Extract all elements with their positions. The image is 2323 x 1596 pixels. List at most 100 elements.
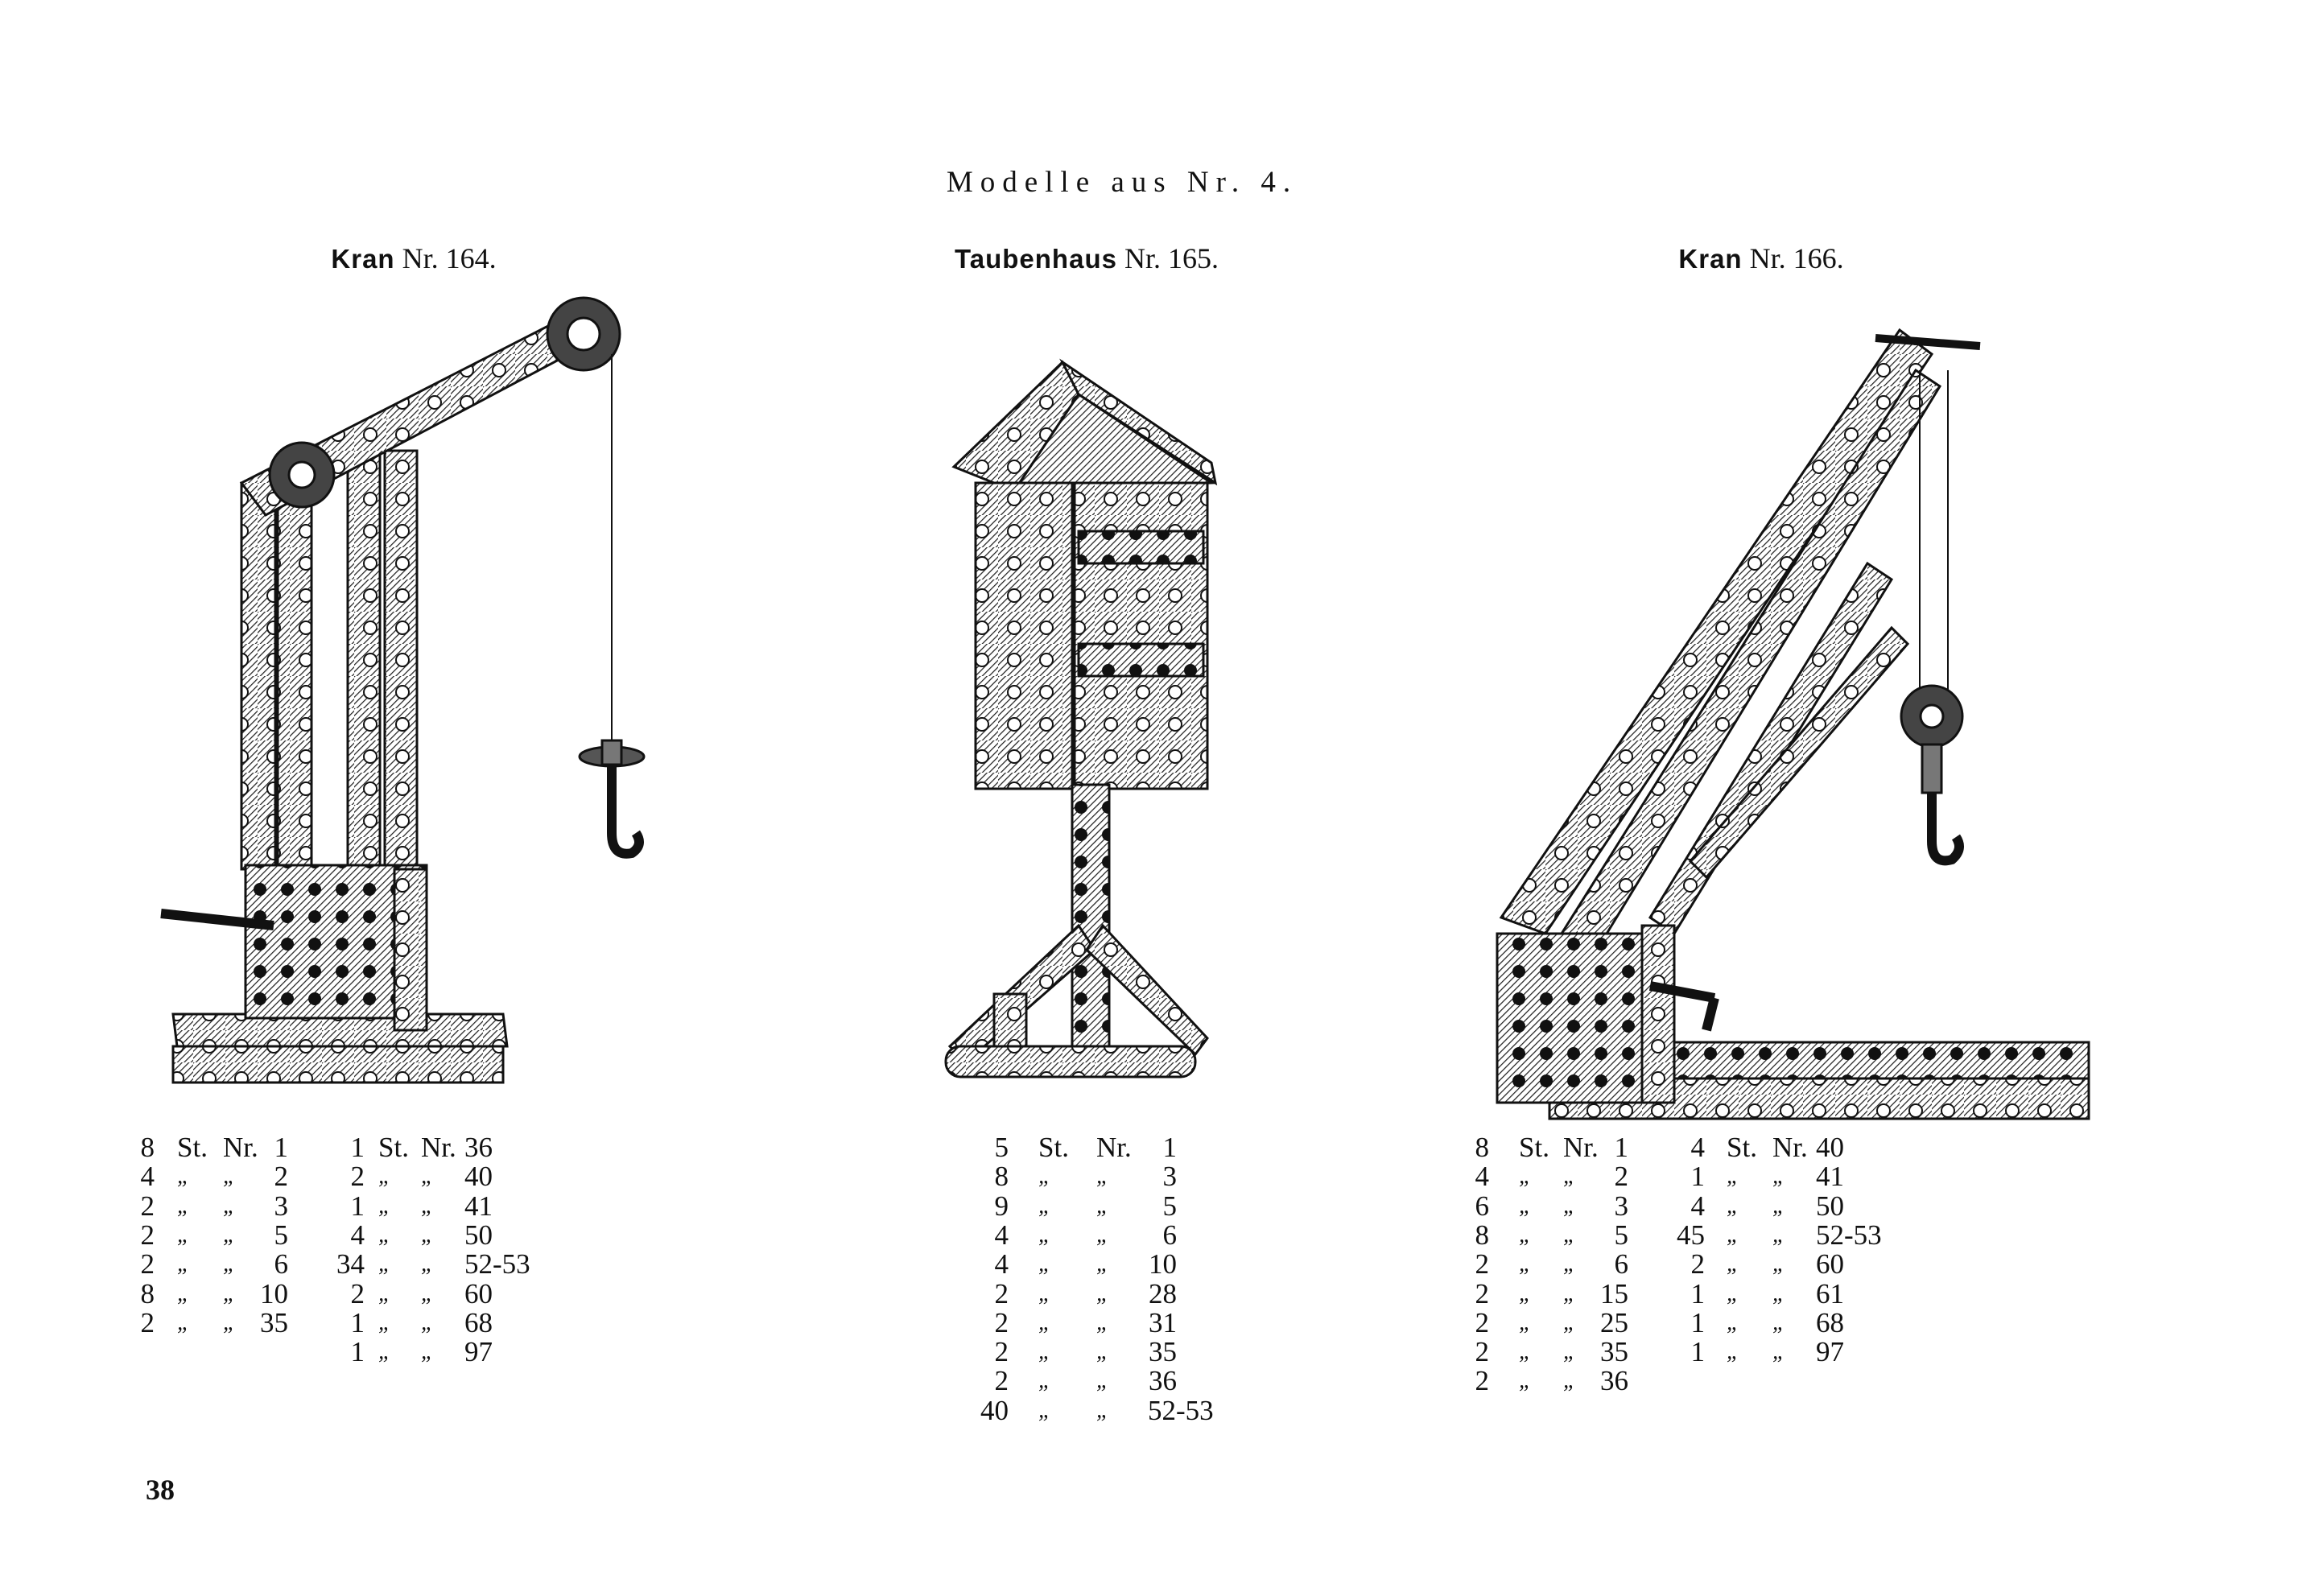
part-unit: „ [177,1164,190,1190]
page-number: 38 [146,1474,175,1506]
part-unit: „ [1727,1281,1739,1306]
part-nr-label: „ [1772,1164,1785,1190]
part-nr-label: „ [223,1281,236,1306]
part-nr-label: „ [1563,1252,1576,1277]
part-unit: „ [1038,1339,1051,1365]
part-quantity: 2 [140,1190,155,1222]
part-unit: „ [378,1222,391,1248]
part-number: 31 [1149,1306,1177,1338]
part-number: 1 [1614,1132,1629,1163]
part-unit: „ [378,1309,391,1335]
part-number: 50 [464,1219,493,1251]
part-unit: „ [1038,1193,1051,1219]
part-nr-label: „ [1563,1193,1576,1219]
part-unit: „ [1519,1309,1532,1335]
part-quantity: 9 [994,1190,1009,1222]
part-nr-label: „ [1772,1252,1785,1277]
part-nr-label: „ [421,1309,434,1335]
part-unit: „ [177,1193,190,1219]
part-quantity: 4 [994,1248,1009,1281]
part-number: 35 [1600,1336,1628,1368]
part-number: 1 [1162,1132,1178,1163]
part-nr-label: Nr. [1563,1132,1599,1163]
model-name: Kran [331,244,395,274]
model-name: Kran [1678,244,1743,274]
part-number: 68 [1816,1306,1844,1338]
part-number: 3 [1614,1190,1629,1222]
part-nr-label: „ [421,1193,434,1219]
part-unit: „ [177,1309,190,1335]
part-unit: „ [1727,1222,1739,1248]
part-quantity: 1 [350,1132,365,1163]
part-number: 68 [464,1306,493,1338]
part-nr-label: „ [1563,1368,1576,1394]
part-number: 97 [1816,1336,1844,1368]
part-number: 5 [274,1219,289,1251]
dovecote-165-drawing [944,358,1218,1078]
part-quantity: 1 [1690,1277,1706,1309]
part-quantity: 5 [994,1132,1009,1163]
part-nr-label: „ [1772,1309,1785,1335]
part-number: 40 [464,1161,493,1193]
part-number: 60 [464,1277,493,1309]
part-nr-label: Nr. [223,1132,258,1163]
part-nr-label: „ [421,1252,434,1277]
part-nr-label: „ [1772,1193,1785,1219]
part-nr-label: „ [1096,1193,1109,1219]
part-nr-label: „ [1563,1222,1576,1248]
part-quantity: 45 [1677,1219,1705,1251]
model-number: Nr. 165. [1124,242,1219,274]
page-header: Modelle aus Nr. 4. [946,166,1298,199]
part-nr-label: „ [1772,1222,1785,1248]
part-nr-label: „ [421,1339,434,1365]
part-number: 41 [464,1190,493,1222]
part-number: 36 [1149,1365,1177,1397]
part-quantity: 2 [1690,1248,1706,1281]
part-quantity: 2 [1475,1336,1490,1368]
model-name: Taubenhaus [955,244,1117,274]
part-number: 52-53 [464,1248,530,1281]
part-unit: „ [378,1281,391,1306]
part-unit: „ [1727,1193,1739,1219]
part-unit: „ [1038,1222,1051,1248]
part-number: 36 [464,1132,493,1163]
part-number: 52-53 [1148,1394,1214,1426]
part-number: 28 [1149,1277,1177,1309]
part-nr-label: „ [421,1281,434,1306]
part-number: 2 [1614,1161,1629,1193]
crane-164-drawing [160,296,646,1084]
part-unit: „ [1038,1397,1051,1423]
part-quantity: 34 [336,1248,365,1281]
part-quantity: 8 [994,1161,1009,1193]
part-quantity: 2 [1475,1365,1490,1397]
part-nr-label: „ [1563,1281,1576,1306]
part-unit: „ [378,1193,391,1219]
part-number: 6 [274,1248,289,1281]
part-nr-label: „ [1096,1222,1109,1248]
part-unit: „ [177,1222,190,1248]
part-quantity: 6 [1475,1190,1490,1222]
part-quantity: 1 [1690,1336,1706,1368]
part-number: 1 [274,1132,289,1163]
part-nr-label: Nr. [1096,1132,1132,1163]
part-nr-label: „ [1096,1368,1109,1394]
part-number: 40 [1816,1132,1844,1163]
part-nr-label: „ [421,1164,434,1190]
part-unit: St. [1727,1132,1757,1163]
part-unit: „ [1038,1252,1051,1277]
part-number: 36 [1600,1365,1628,1397]
part-quantity: 2 [140,1219,155,1251]
part-number: 41 [1816,1161,1844,1193]
part-number: 5 [1614,1219,1629,1251]
part-nr-label: „ [223,1252,236,1277]
part-nr-label: „ [1096,1252,1109,1277]
part-number: 10 [1149,1248,1177,1281]
part-unit: „ [1519,1281,1532,1306]
part-nr-label: „ [1096,1281,1109,1306]
part-nr-label: „ [1563,1164,1576,1190]
part-unit: „ [378,1339,391,1365]
part-unit: „ [1038,1164,1051,1190]
part-unit: „ [1519,1252,1532,1277]
part-quantity: 2 [994,1365,1009,1397]
part-unit: „ [1727,1252,1739,1277]
